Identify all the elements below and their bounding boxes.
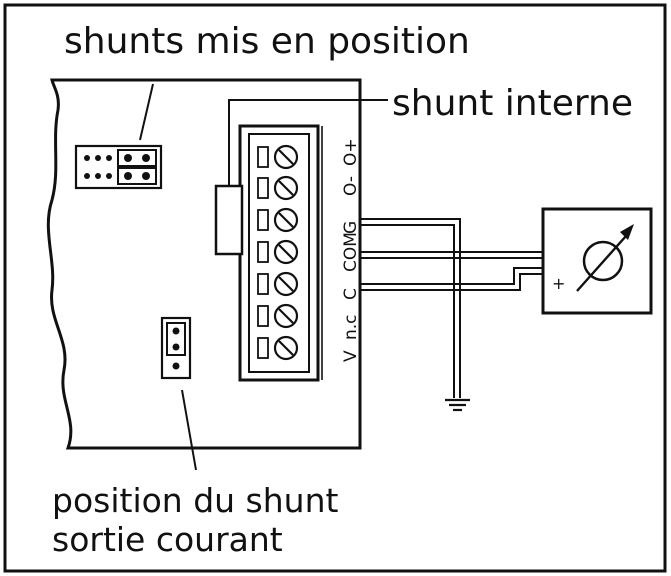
label-position-du-shunt: position du shunt sortie courant <box>52 481 338 559</box>
terminal-label-o-minus: O- <box>341 176 361 196</box>
terminal-label-g: G <box>341 221 361 234</box>
leader-position <box>181 389 197 471</box>
meter-arrow-icon <box>620 224 634 240</box>
terminal-label-c: C <box>341 288 361 300</box>
terminal-label-o-plus: O+ <box>341 138 361 166</box>
terminal-label-v: V <box>341 350 361 362</box>
jumper-block-top <box>74 144 163 190</box>
jumper-block-bottom <box>160 316 192 380</box>
wire-ground <box>360 218 461 398</box>
ground-symbol <box>445 398 470 412</box>
terminal-screw <box>257 335 299 361</box>
device-board <box>46 78 362 450</box>
terminal-label-nc: n.c <box>341 314 361 340</box>
terminal-labels: V n.c C COM G O- O+ <box>341 138 361 362</box>
label-shunt-interne: shunt interne <box>392 83 633 124</box>
label-position-line1: position du shunt <box>52 481 339 520</box>
terminal-screw <box>257 175 299 201</box>
outer-frame <box>3 3 667 573</box>
internal-shunt <box>214 184 244 256</box>
label-shunts-mis-en-position: shunts mis en position <box>64 21 470 62</box>
terminal-screw <box>257 303 299 329</box>
meter-plus: + <box>552 274 565 293</box>
terminal-screw <box>257 239 299 265</box>
terminal-screw <box>257 144 299 170</box>
terminal-block <box>238 124 323 382</box>
leader-shunts <box>139 83 154 141</box>
meter-needle <box>576 235 627 292</box>
meter: + <box>541 207 653 315</box>
terminal-screw <box>257 271 299 297</box>
label-position-line2: sortie courant <box>52 520 283 559</box>
leader-shunt-interne <box>228 99 388 186</box>
terminal-label-com: COM <box>341 232 361 272</box>
terminal-screw <box>257 207 299 233</box>
wire-com <box>360 251 576 259</box>
